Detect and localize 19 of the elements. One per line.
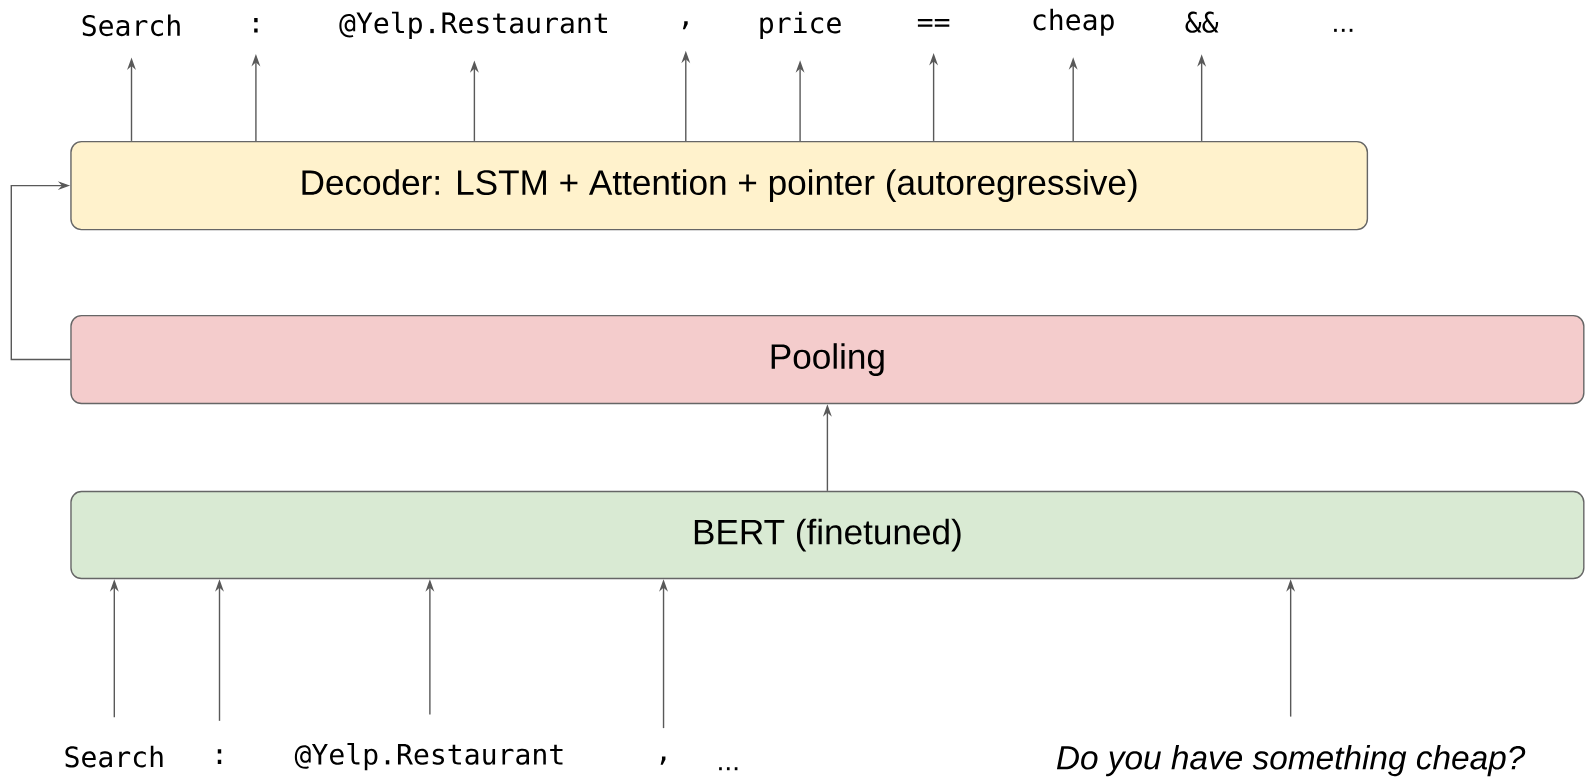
- layer-box: BERT (finetuned): [70, 490, 1585, 580]
- ellipsis: ...: [1334, 28, 1353, 32]
- token: &&: [1185, 11, 1219, 33]
- token: cheap: [1033, 8, 1114, 36]
- layer-box: Decoder: LSTM + Attention + pointer (autoregressive): [70, 140, 1369, 231]
- token: @Yelp.Restaurant: [294, 742, 563, 771]
- token: ,: [660, 756, 666, 765]
- token: Search: [65, 745, 163, 768]
- ellipsis: ...: [719, 767, 738, 771]
- token: ==: [917, 18, 950, 27]
- arrow: [10, 181, 71, 361]
- token: Do you have something cheap?: [1056, 745, 1526, 777]
- token: ,: [682, 21, 688, 30]
- token: price: [760, 11, 841, 39]
- token: @Yelp.Restaurant: [339, 11, 607, 39]
- token: :: [217, 749, 222, 764]
- layer-box: Pooling: [70, 314, 1585, 405]
- token: :: [254, 18, 258, 33]
- token: Search: [82, 14, 180, 37]
